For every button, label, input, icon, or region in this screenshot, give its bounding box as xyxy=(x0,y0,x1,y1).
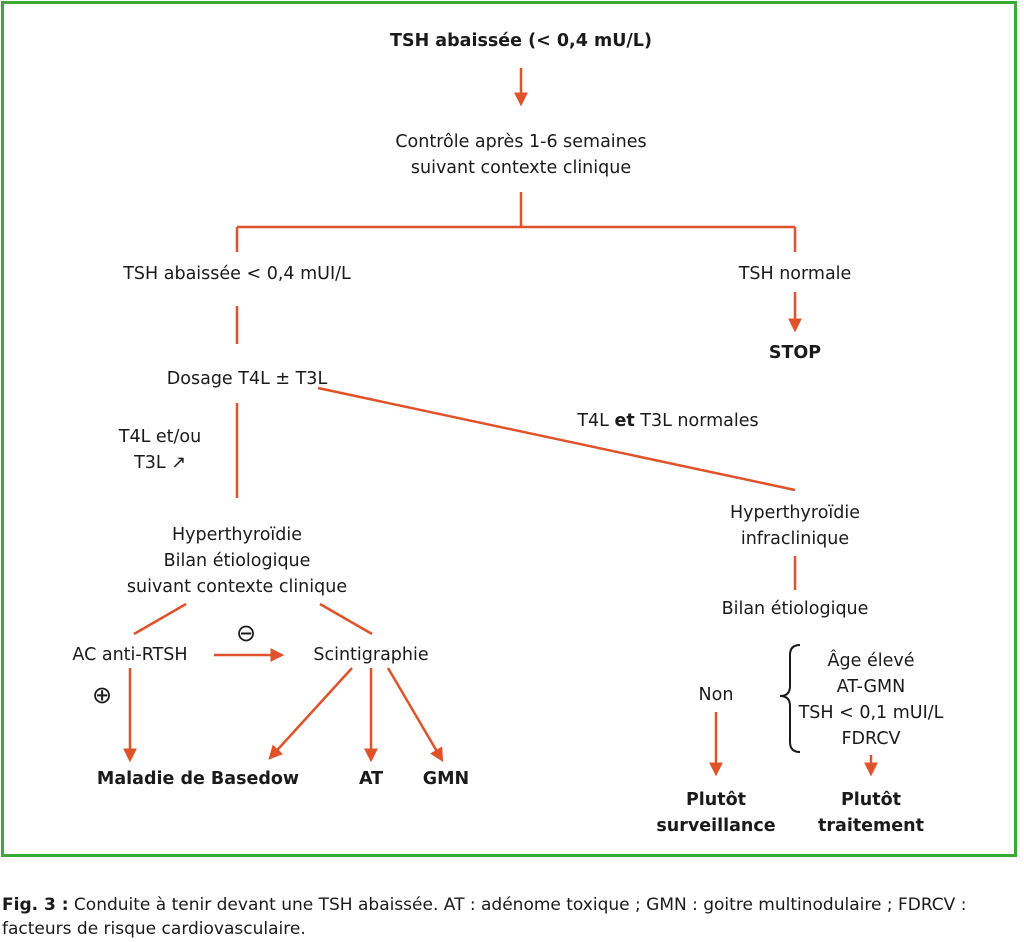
node-infra-line2: infraclinique xyxy=(740,529,850,549)
minus-sign: ⊖ xyxy=(235,619,257,647)
node-scintigraphie: Scintigraphie xyxy=(313,645,429,665)
node-basedow: Maladie de Basedow xyxy=(96,769,300,789)
node-tsh-low: TSH abaissée < 0,4 mUI/L xyxy=(123,264,351,284)
figure-caption: Fig. 3 : Conduite à tenir devant une TSH… xyxy=(2,893,1022,941)
node-hyper-line2: Bilan étiologique xyxy=(163,551,311,571)
line-dosage-infra xyxy=(317,386,796,492)
node-at: AT xyxy=(358,769,384,789)
node-gmn: GMN xyxy=(422,769,470,789)
node-controle-line2: suivant contexte clinique xyxy=(410,158,632,178)
node-dosage: Dosage T4L ± T3L xyxy=(166,369,328,389)
node-hyper-line3: suivant contexte clinique xyxy=(126,577,348,597)
node-hyper-line1: Hyperthyroïdie xyxy=(171,525,302,545)
node-non: Non xyxy=(698,685,734,705)
arrow-scinti-basedow xyxy=(268,667,353,760)
node-traitement-line1: Plutôt xyxy=(840,790,902,810)
diagram-frame xyxy=(1,1,1017,857)
label-t4l-up-line1: T4L et/ou xyxy=(118,427,202,447)
node-tsh-start: TSH abaissée (< 0,4 mU/L) xyxy=(390,31,652,51)
node-bilan-etiologique: Bilan étiologique xyxy=(721,599,869,619)
node-controle-line1: Contrôle après 1-6 semaines xyxy=(395,132,647,152)
line-hyper-scinti xyxy=(319,602,373,636)
node-tsh-normal: TSH normale xyxy=(738,264,852,284)
criteria-tsh: TSH < 0,1 mUI/L xyxy=(798,703,944,723)
node-traitement-line2: traitement xyxy=(818,816,924,836)
node-infra-line1: Hyperthyroïdie xyxy=(729,503,860,523)
node-surveillance-line1: Plutôt xyxy=(685,790,747,810)
plus-sign: ⊕ xyxy=(91,681,113,709)
criteria-brace xyxy=(779,644,801,753)
node-ac-anti-rtsh: AC anti-RTSH xyxy=(72,645,188,665)
node-surveillance-line2: surveillance xyxy=(656,816,776,836)
label-t4l-t3l-normales: T4L et T3L normales xyxy=(518,408,818,434)
criteria-fdrcv: FDRCV xyxy=(841,729,901,749)
node-stop: STOP xyxy=(768,343,822,363)
criteria-at-gmn: AT-GMN xyxy=(836,677,906,697)
arrow-scinti-gmn xyxy=(386,667,444,763)
label-normales-bold: et xyxy=(614,411,635,431)
caption-text: Conduite à tenir devant une TSH abaissée… xyxy=(2,895,967,939)
label-normales-post: T3L normales xyxy=(634,411,759,431)
label-normales-pre: T4L xyxy=(577,411,615,431)
criteria-age: Âge élevé xyxy=(827,651,915,671)
caption-label: Fig. 3 : xyxy=(2,895,69,915)
label-t4l-up-line2: T3L ↗ xyxy=(134,453,186,473)
line-hyper-ac xyxy=(133,602,187,636)
